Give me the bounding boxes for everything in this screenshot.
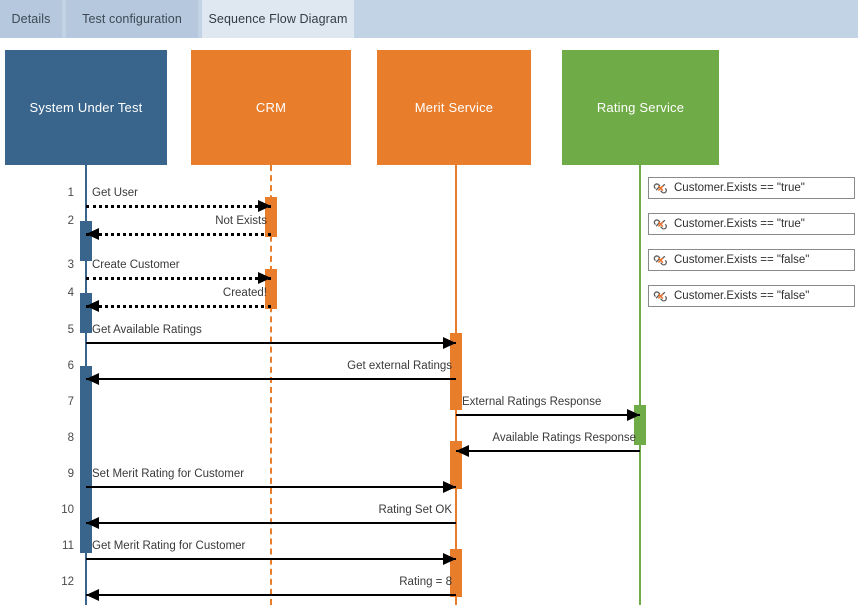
annotation-condition-box[interactable]: Customer.Exists == "true": [648, 213, 855, 235]
annotation-condition-box[interactable]: Customer.Exists == "false": [648, 249, 855, 271]
row-number: 5: [67, 324, 74, 336]
message-arrow-shaft: [86, 558, 456, 560]
message-arrow-head: [86, 589, 99, 601]
row-number: 11: [62, 540, 74, 552]
message-label: Get Available Ratings: [92, 324, 202, 336]
annotation-text: Customer.Exists == "false": [674, 290, 810, 302]
activation-bar: [80, 366, 92, 513]
message-arrow-shaft: [86, 305, 271, 308]
annotation-text: Customer.Exists == "true": [674, 218, 805, 230]
tab-test-configuration[interactable]: Test configuration: [66, 0, 198, 38]
message-label: Set Merit Rating for Customer: [92, 468, 245, 480]
actor-header-crm: CRM: [191, 50, 351, 165]
annotation-condition-box[interactable]: Customer.Exists == "true": [648, 177, 855, 199]
message-arrow-shaft: [86, 486, 456, 488]
message-arrow-head: [258, 272, 271, 284]
message-arrow-head: [86, 300, 99, 312]
message-arrow-shaft: [456, 414, 640, 416]
message-arrow-head: [443, 481, 456, 493]
message-label: Get external Ratings: [347, 360, 452, 372]
row-number: 3: [67, 259, 74, 271]
message-arrow-head: [627, 409, 640, 421]
actor-header-merit-service: Merit Service: [377, 50, 531, 165]
message-label: Available Ratings Response: [492, 432, 636, 444]
message-arrow-shaft: [86, 522, 456, 524]
message-arrow-head: [258, 200, 271, 212]
activation-bar: [80, 221, 92, 261]
actor-header-system-under-test: System Under Test: [5, 50, 167, 165]
tab-sequence-flow-diagram[interactable]: Sequence Flow Diagram: [202, 0, 354, 38]
message-label: Rating Set OK: [378, 504, 452, 516]
message-arrow-head: [86, 228, 99, 240]
broken-link-icon: [653, 181, 668, 196]
message-label: Created!: [222, 287, 267, 299]
activation-bar: [80, 293, 92, 333]
message-label: External Ratings Response: [462, 396, 602, 408]
message-arrow-shaft: [86, 205, 271, 208]
row-number: 6: [67, 360, 74, 372]
message-arrow-shaft: [86, 277, 271, 280]
message-label: Create Customer: [92, 259, 180, 271]
message-arrow-head: [86, 373, 99, 385]
tab-details[interactable]: Details: [0, 0, 62, 38]
message-arrow-head: [456, 445, 469, 457]
annotation-condition-box[interactable]: Customer.Exists == "false": [648, 285, 855, 307]
activation-bar: [450, 333, 462, 410]
message-label: Get User: [92, 187, 139, 199]
lifeline-crm: [270, 165, 272, 605]
message-arrow-shaft: [86, 342, 456, 344]
row-number: 10: [61, 504, 74, 516]
broken-link-icon: [653, 253, 668, 268]
row-number: 1: [67, 187, 74, 199]
row-number: 8: [67, 432, 74, 444]
message-label: Get Merit Rating for Customer: [92, 540, 246, 552]
message-arrow-head: [86, 517, 99, 529]
annotation-text: Customer.Exists == "true": [674, 182, 805, 194]
lifeline-rating-service: [639, 165, 641, 605]
broken-link-icon: [653, 217, 668, 232]
message-label: Rating = 8: [399, 576, 452, 588]
row-number: 9: [67, 468, 74, 480]
annotation-text: Customer.Exists == "false": [674, 254, 810, 266]
message-label: Not Exists: [215, 215, 267, 227]
row-number: 7: [67, 396, 74, 408]
row-number: 12: [61, 576, 74, 588]
row-number: 2: [67, 215, 74, 227]
message-arrow-shaft: [86, 594, 456, 596]
message-arrow-shaft: [86, 233, 271, 236]
broken-link-icon: [653, 289, 668, 304]
message-arrow-head: [443, 337, 456, 349]
actor-header-rating-service: Rating Service: [562, 50, 719, 165]
message-arrow-shaft: [456, 450, 640, 452]
message-arrow-shaft: [86, 378, 456, 380]
row-number: 4: [67, 287, 74, 299]
message-arrow-head: [443, 553, 456, 565]
